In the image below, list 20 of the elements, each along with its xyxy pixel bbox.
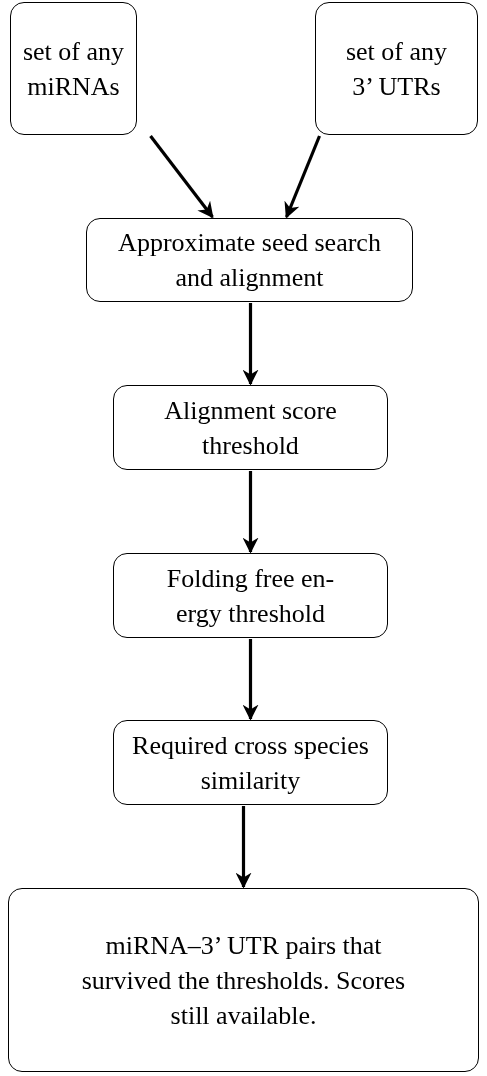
process-box — [315, 2, 478, 135]
box-label: Approximate seed search and alignment — [117, 227, 382, 294]
arrow — [242, 303, 259, 386]
process-box — [10, 2, 137, 135]
box-label: miRNA–3’ UTR pairs that survived the thresholds. Scores still available. — [80, 929, 407, 1032]
arrow — [284, 135, 321, 219]
box-label: Required cross species similarity — [131, 729, 370, 797]
process-box — [113, 553, 388, 638]
arrow — [235, 806, 252, 889]
box-label: set of any 3’ UTRs — [344, 35, 449, 103]
arrow — [242, 471, 259, 554]
process-box — [8, 888, 479, 1072]
process-box — [86, 218, 413, 302]
arrow — [242, 639, 259, 721]
arrow — [149, 135, 214, 219]
box-label: Folding free en- ergy threshold — [165, 562, 336, 630]
process-box — [113, 720, 388, 805]
box-label: set of any miRNAs — [21, 35, 126, 103]
box-label: Alignment score threshold — [163, 394, 338, 462]
process-box — [113, 385, 388, 470]
